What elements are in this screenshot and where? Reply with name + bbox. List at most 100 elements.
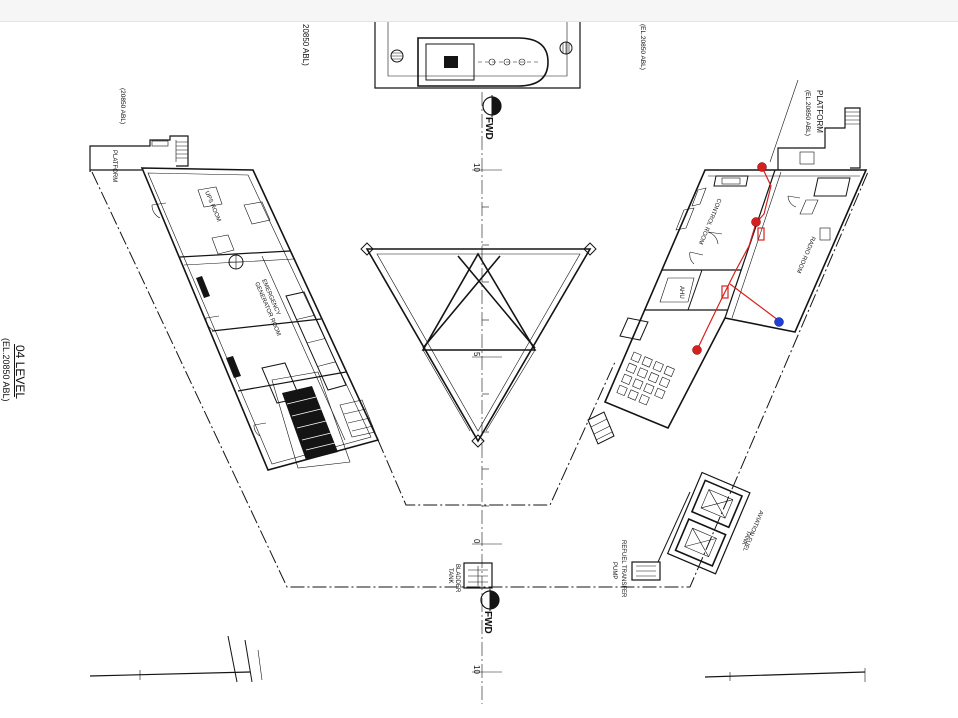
seat: [636, 367, 649, 379]
lower-left-edge: [89, 671, 251, 677]
left-platform-outline: [89, 135, 189, 172]
seat: [627, 389, 639, 401]
markup-route: [692, 162, 784, 355]
radio-equipment: [819, 227, 831, 241]
fuel-tank-cross: [701, 489, 733, 519]
left-building-outline: [140, 167, 380, 471]
tick-label-5: 5: [472, 352, 481, 357]
vessel-bay-outline: [374, 22, 581, 89]
left-platform: [89, 135, 189, 172]
davit-right-hatch: [562, 42, 570, 54]
lower-left-post: [227, 635, 238, 683]
seat: [658, 376, 671, 388]
truss-leg: [485, 349, 536, 432]
markup-point-red: [692, 345, 702, 355]
seat: [632, 378, 644, 390]
fwd-label-bottom: FWD: [482, 611, 493, 634]
radio-bench: [813, 177, 851, 197]
stair-flight: [282, 386, 338, 460]
radio-cabinet: [799, 199, 819, 215]
viewer-top-bar: [0, 0, 958, 22]
door-swing: [205, 315, 220, 331]
seat: [625, 362, 638, 374]
centerline-ticks: 10 5 0 10: [472, 163, 502, 674]
aviation-fuel-tank-label-line2: TANK: [740, 529, 752, 546]
markup-device: [721, 285, 729, 299]
fuel-line: [657, 491, 691, 563]
seat: [621, 373, 633, 385]
bladder-tank-detail: [468, 566, 488, 586]
cable-tray-boxes: [285, 291, 347, 391]
fuel-tank-bund: [666, 471, 751, 575]
boat-hull: [417, 37, 549, 87]
partition-wall: [211, 318, 322, 332]
ahu-unit: [659, 277, 695, 303]
markup-point-red: [757, 162, 767, 172]
boat-fitting: [518, 58, 526, 66]
left-platform-box: [151, 140, 169, 147]
refuel-transfer-pump: [631, 491, 691, 581]
top-vessel-area: [374, 22, 581, 89]
deck-stair-treads: [590, 418, 613, 441]
bladder-tank-label-line1: BLADDER: [454, 564, 460, 593]
right-platform-outline: [777, 107, 861, 170]
davit-left-hatch: [391, 52, 403, 60]
right-platform-stair: [845, 111, 860, 125]
markup-point-red: [751, 217, 761, 227]
vessel-bay-inner-line: [387, 22, 568, 77]
lower-right-edge: [704, 671, 866, 678]
door-swing: [787, 195, 801, 208]
refuel-pump-label-line1: REFUEL TRANSFER: [620, 540, 626, 598]
level-title: 04 LEVEL: [13, 345, 27, 399]
door-swing: [151, 202, 167, 219]
inner-deck-edge-line: [377, 361, 616, 506]
fuel-tank-inner: [700, 489, 734, 519]
top-left-elevation-label: 20850 ABL): [301, 24, 310, 66]
left-platform-stair: [175, 140, 188, 162]
tick-label-0: 0: [472, 539, 481, 544]
boat-fitting: [503, 58, 511, 66]
lower-left-post: [244, 639, 253, 683]
truss-brace: [422, 255, 501, 349]
door-swing: [707, 231, 723, 245]
markup-point-blue: [774, 317, 784, 327]
control-console: [691, 187, 707, 207]
ahu-wall: [687, 269, 703, 311]
north-arrow-icon: [480, 589, 500, 611]
right-building: [603, 169, 868, 430]
helideck-triangle: [360, 242, 597, 448]
markup-device: [757, 227, 765, 241]
level-elevation: (EL.20850 ABL): [1, 338, 11, 402]
stair-treads: [286, 396, 336, 451]
bladder-tank: [463, 562, 493, 589]
escape-ladder: [339, 399, 376, 438]
switchboard: [196, 276, 210, 298]
boat-fitting: [488, 58, 496, 66]
north-arrow-icon: [482, 95, 502, 117]
fwd-marker-half: [492, 97, 501, 115]
fuel-tank: [674, 517, 727, 568]
fwd-marker-half: [490, 591, 499, 609]
corner-node: [471, 434, 485, 448]
boat-cabin: [425, 43, 475, 81]
left-platform-elevation-label: (20850 ABL): [119, 88, 126, 124]
refuel-pump-label-line2: PUMP: [611, 562, 617, 579]
fuel-tank-cross: [684, 528, 717, 557]
right-platform-box: [799, 151, 815, 165]
pump-skid: [631, 561, 661, 581]
tick-label-top-10: 10: [472, 163, 481, 172]
corner-node: [360, 242, 374, 256]
right-platform: [769, 79, 861, 170]
deck-stair: [587, 411, 615, 445]
partition-wall: [179, 250, 291, 258]
door-swing: [253, 422, 267, 437]
stair-enclosure: [271, 371, 351, 469]
bladder-tank-label-line2: TANK: [447, 568, 453, 584]
top-right-elevation-label: (EL.20850 ABL): [639, 24, 646, 70]
triangle-outer-frame: [365, 248, 592, 443]
markup-branch-line: [729, 283, 779, 321]
door-swing: [689, 251, 704, 265]
seat: [638, 394, 650, 406]
